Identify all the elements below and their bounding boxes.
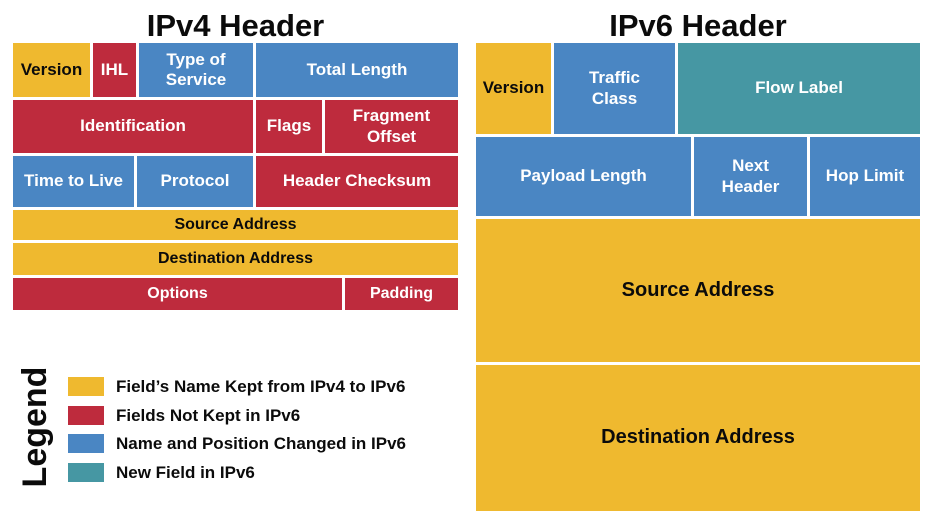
legend-label-kept: Field’s Name Kept from IPv4 to IPv6 (116, 376, 406, 396)
ipv4-field-ihl: IHL (93, 43, 136, 97)
ipv4-field-flags: Flags (256, 100, 322, 153)
ipv6-field-source-address: Source Address (476, 219, 920, 362)
ipv4-field-type-of-service: Type of Service (139, 43, 253, 97)
ipv4-field-fragment-offset: Fragment Offset (325, 100, 458, 153)
legend-swatch-not-kept-icon (68, 406, 104, 425)
ipv6-header-title: IPv6 Header (609, 8, 787, 43)
ipv6-field-destination-address: Destination Address (476, 365, 920, 511)
ipv4-field-total-length: Total Length (256, 43, 458, 97)
ipv4-field-header-checksum: Header Checksum (256, 156, 458, 207)
ipv4-field-source-address: Source Address (13, 210, 458, 240)
ipv4-header-title: IPv4 Header (146, 8, 325, 43)
ipv6-field-hop-limit: Hop Limit (810, 137, 920, 216)
ipv4-field-version: Version (13, 43, 90, 97)
legend-label-new-field: New Field in IPv6 (116, 462, 255, 482)
ipv4-field-time-to-live: Time to Live (13, 156, 134, 207)
legend-swatch-new-field-icon (68, 463, 104, 482)
ipv6-field-payload-length: Payload Length (476, 137, 691, 216)
legend-swatch-kept-icon (68, 377, 104, 396)
ipv4-field-identification: Identification (13, 100, 253, 153)
legend-label-not-kept: Fields Not Kept in IPv6 (116, 405, 301, 425)
ipv6-field-flow-label: Flow Label (678, 43, 920, 134)
ipv4-field-padding: Padding (345, 278, 458, 310)
legend-label-changed: Name and Position Changed in IPv6 (116, 433, 406, 453)
ipv4-field-options: Options (13, 278, 342, 310)
ipv6-field-next-header: Next Header (694, 137, 807, 216)
legend-swatch-changed-icon (68, 434, 104, 453)
ipv4-field-protocol: Protocol (137, 156, 253, 207)
ipv6-field-version: Version (476, 43, 551, 134)
legend-title: Legend (16, 366, 54, 488)
ipv6-field-traffic-class: Traffic Class (554, 43, 675, 134)
ipv4-field-destination-address: Destination Address (13, 243, 458, 275)
